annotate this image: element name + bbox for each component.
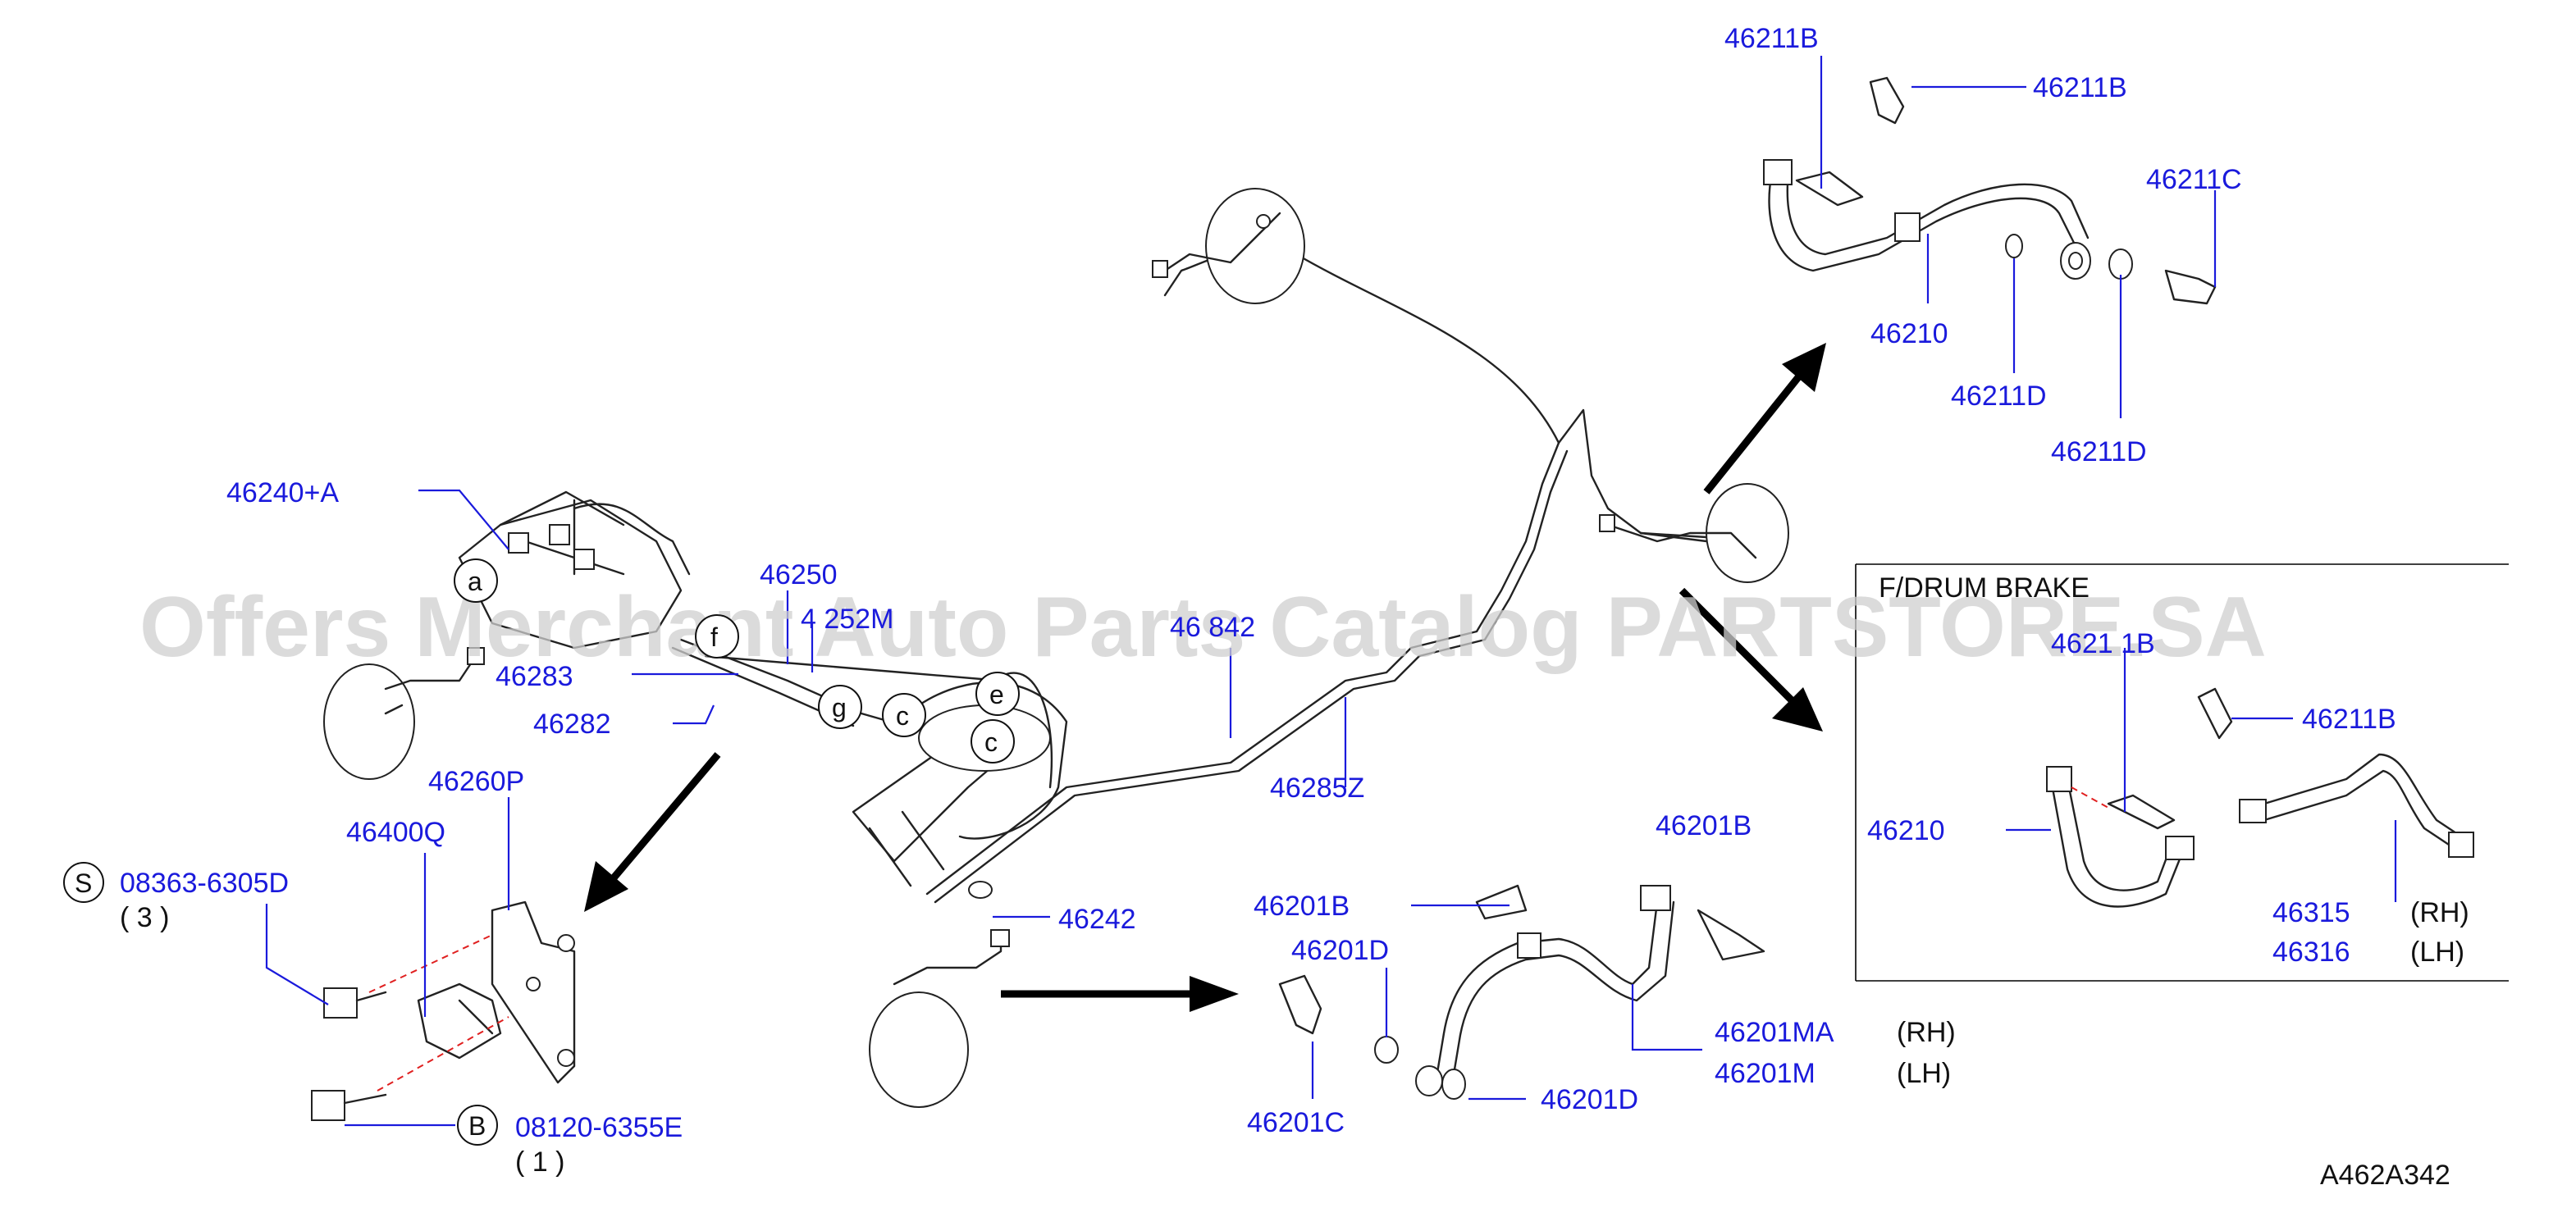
circle-b: B bbox=[457, 1105, 498, 1146]
label-46252m: 4 252M bbox=[801, 604, 893, 635]
label-lh-drum: (LH) bbox=[2410, 937, 2464, 968]
label-46211b-drum-right: 46211B bbox=[2302, 704, 2396, 735]
label-46282: 46282 bbox=[533, 709, 611, 740]
label-46240a: 46240+A bbox=[226, 477, 339, 508]
circle-s: S bbox=[63, 862, 104, 903]
svg-text:B: B bbox=[468, 1111, 486, 1141]
label-46210-top: 46210 bbox=[1870, 318, 1948, 349]
svg-text:g: g bbox=[832, 693, 847, 722]
label-46242: 46242 bbox=[1058, 904, 1136, 935]
inset-title: F/DRUM BRAKE bbox=[1879, 572, 2090, 604]
label-46211b-top: 46211B bbox=[1724, 23, 1819, 54]
diagram-code: A462A342 bbox=[2320, 1160, 2450, 1191]
front-backing-plate-left bbox=[323, 647, 485, 780]
watermark: Offers Merchant Auto Parts Catalog PARTS… bbox=[139, 580, 2267, 675]
drum-hose-assembly bbox=[2046, 687, 2474, 908]
rear-hose-assembly-top bbox=[1763, 76, 2217, 305]
rear-backing-plate-right bbox=[1599, 483, 1789, 583]
label-46201ma: 46201MA bbox=[1715, 1017, 1834, 1048]
label-46201c: 46201C bbox=[1247, 1107, 1345, 1138]
label-46260p: 46260P bbox=[428, 766, 524, 797]
label-46315: 46315 bbox=[2272, 897, 2350, 928]
label-46210-drum: 46210 bbox=[1867, 815, 1945, 846]
label-lh-front: (LH) bbox=[1897, 1058, 1951, 1089]
label-46211d-left: 46211D bbox=[1951, 381, 2047, 412]
part-labels: 46211B 46211B 46211C 46210 46211D 46211D… bbox=[120, 23, 2396, 1143]
circle-c-2: c bbox=[971, 719, 1015, 763]
label-46201d-left: 46201D bbox=[1291, 935, 1389, 966]
label-rh-front: (RH) bbox=[1897, 1017, 1956, 1048]
label-rh-drum: (RH) bbox=[2410, 897, 2469, 928]
bracket-and-sensor bbox=[311, 900, 576, 1121]
quantity-3: ( 3 ) bbox=[120, 902, 169, 933]
label-46211b-top-right: 46211B bbox=[2033, 72, 2127, 103]
label-46283: 46283 bbox=[496, 661, 573, 692]
svg-text:S: S bbox=[75, 868, 92, 898]
circle-f: f bbox=[695, 614, 739, 659]
circled-letters: a f g c c e S B bbox=[63, 558, 1020, 1146]
circle-e: e bbox=[975, 672, 1020, 716]
label-46211d-right: 46211D bbox=[2051, 436, 2147, 467]
label-46201b-right: 46201B bbox=[1656, 810, 1752, 841]
circle-g: g bbox=[818, 685, 862, 729]
svg-text:c: c bbox=[896, 701, 909, 731]
label-08363: 08363-6305D bbox=[120, 868, 289, 899]
quantity-1: ( 1 ) bbox=[515, 1146, 564, 1178]
circle-a: a bbox=[454, 558, 498, 603]
abs-actuator-group bbox=[458, 490, 691, 650]
svg-text:c: c bbox=[984, 727, 998, 757]
svg-text:e: e bbox=[989, 680, 1004, 709]
label-46400q: 46400Q bbox=[346, 817, 445, 848]
label-46316: 46316 bbox=[2272, 937, 2350, 968]
label-46201m: 46201M bbox=[1715, 1058, 1816, 1089]
label-46211c: 46211C bbox=[2146, 164, 2242, 195]
label-46284: 46 842 bbox=[1170, 612, 1255, 643]
circle-c-1: c bbox=[882, 693, 926, 737]
label-46201d-right: 46201D bbox=[1541, 1084, 1638, 1115]
front-hose-assembly bbox=[1278, 884, 1765, 1100]
front-backing-plate-lower bbox=[869, 881, 1010, 1108]
inset-frame bbox=[1855, 563, 2509, 982]
svg-text:f: f bbox=[710, 622, 718, 652]
side-and-quantity-labels: (RH) (LH) (RH) (LH) ( 3 ) ( 1 ) F/DRUM B… bbox=[120, 572, 2469, 1191]
label-08120: 08120-6355E bbox=[515, 1112, 683, 1143]
direction-arrows bbox=[584, 343, 1826, 1012]
label-46250: 46250 bbox=[760, 559, 838, 590]
rear-backing-plate-top bbox=[1152, 188, 1305, 304]
label-46211b-drum-top: 4621 1B bbox=[2051, 628, 2155, 659]
label-46285z: 46285Z bbox=[1270, 773, 1364, 804]
svg-text:a: a bbox=[468, 567, 482, 596]
label-46201b-left: 46201B bbox=[1254, 891, 1350, 922]
leader-lines bbox=[265, 56, 2397, 1127]
